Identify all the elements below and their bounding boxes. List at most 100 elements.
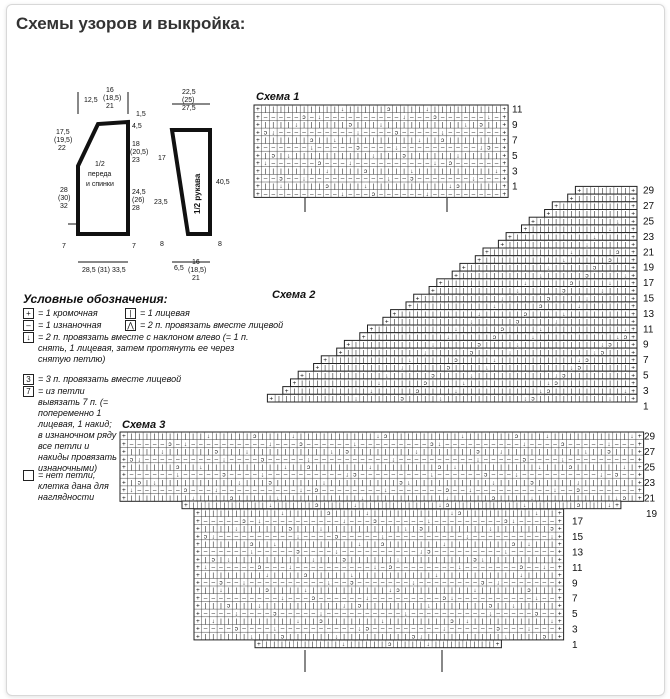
svg-text:–: – bbox=[445, 441, 449, 448]
svg-text:–: – bbox=[319, 549, 323, 556]
svg-text:|: | bbox=[463, 396, 465, 403]
svg-text:–: – bbox=[219, 564, 223, 571]
svg-text:|: | bbox=[131, 495, 133, 502]
svg-text:|: | bbox=[369, 433, 371, 440]
svg-text:|: | bbox=[424, 334, 426, 341]
svg-text:|: | bbox=[351, 587, 353, 594]
svg-text:|: | bbox=[378, 349, 380, 356]
svg-text:–: – bbox=[342, 626, 346, 633]
svg-text:+: + bbox=[256, 176, 260, 183]
svg-text:|: | bbox=[305, 603, 307, 610]
svg-text:–: – bbox=[453, 441, 457, 448]
svg-text:|: | bbox=[192, 479, 194, 486]
svg-text:–: – bbox=[381, 626, 385, 633]
svg-text:|: | bbox=[563, 342, 565, 349]
svg-text:|: | bbox=[520, 587, 522, 594]
svg-text:|: | bbox=[274, 556, 276, 563]
svg-text:↓: ↓ bbox=[616, 218, 619, 225]
svg-text:|: | bbox=[343, 633, 345, 640]
svg-text:|: | bbox=[548, 357, 550, 364]
svg-text:|: | bbox=[394, 365, 396, 372]
svg-text:↓: ↓ bbox=[273, 541, 276, 548]
svg-text:–: – bbox=[461, 487, 465, 494]
svg-text:|: | bbox=[378, 326, 380, 333]
svg-text:–: – bbox=[458, 580, 462, 587]
svg-text:–: – bbox=[184, 472, 188, 479]
svg-text:|: | bbox=[577, 464, 579, 471]
svg-text:–: – bbox=[245, 472, 249, 479]
svg-text:+: + bbox=[558, 564, 562, 571]
svg-text:|: | bbox=[235, 603, 237, 610]
svg-text:|: | bbox=[601, 211, 603, 218]
svg-text:|: | bbox=[523, 433, 525, 440]
svg-text:|: | bbox=[413, 572, 415, 579]
svg-text:–: – bbox=[364, 145, 368, 152]
svg-text:|: | bbox=[354, 449, 356, 456]
svg-text:|: | bbox=[462, 479, 464, 486]
svg-text:–: – bbox=[207, 456, 211, 463]
svg-text:+: + bbox=[454, 272, 458, 279]
svg-text:|: | bbox=[458, 641, 460, 648]
svg-text:–: – bbox=[507, 456, 511, 463]
svg-text:|: | bbox=[328, 633, 330, 640]
svg-text:|: | bbox=[594, 334, 596, 341]
svg-text:ↄ: ↄ bbox=[304, 572, 307, 579]
svg-text:|: | bbox=[389, 618, 391, 625]
svg-text:|: | bbox=[366, 572, 368, 579]
svg-text:|: | bbox=[459, 633, 461, 640]
svg-text:–: – bbox=[402, 129, 406, 136]
svg-text:|: | bbox=[246, 464, 248, 471]
svg-text:↓: ↓ bbox=[508, 349, 511, 356]
svg-text:|: | bbox=[394, 380, 396, 387]
svg-text:–: – bbox=[519, 595, 523, 602]
svg-text:|: | bbox=[594, 188, 596, 195]
svg-text:+: + bbox=[196, 603, 200, 610]
svg-text:|: | bbox=[520, 603, 522, 610]
svg-text:|: | bbox=[609, 288, 611, 295]
svg-text:|: | bbox=[432, 295, 434, 302]
svg-text:–: – bbox=[458, 626, 462, 633]
svg-text:ↄ: ↄ bbox=[315, 502, 318, 509]
svg-text:↓: ↓ bbox=[493, 357, 496, 364]
svg-text:–: – bbox=[281, 610, 285, 617]
svg-text:–: – bbox=[327, 564, 331, 571]
svg-text:|: | bbox=[386, 388, 388, 395]
svg-text:ↄ: ↄ bbox=[562, 288, 565, 295]
svg-text:|: | bbox=[531, 502, 533, 509]
svg-text:|: | bbox=[625, 311, 627, 318]
svg-text:–: – bbox=[479, 160, 483, 167]
svg-text:|: | bbox=[409, 372, 411, 379]
svg-text:↓: ↓ bbox=[381, 533, 384, 540]
svg-text:ↄ: ↄ bbox=[364, 168, 367, 175]
svg-text:–: – bbox=[350, 564, 354, 571]
svg-text:|: | bbox=[478, 272, 480, 279]
svg-text:–: – bbox=[287, 129, 291, 136]
svg-text:|: | bbox=[532, 357, 534, 364]
chart-2-row-label: 15 bbox=[643, 294, 655, 305]
svg-text:↓: ↓ bbox=[327, 580, 330, 587]
svg-text:–: – bbox=[287, 145, 291, 152]
svg-text:|: | bbox=[380, 168, 382, 175]
svg-text:–: – bbox=[227, 564, 231, 571]
svg-text:–: – bbox=[364, 176, 368, 183]
svg-text:–: – bbox=[389, 549, 393, 556]
svg-text:–: – bbox=[333, 145, 337, 152]
svg-text:↓: ↓ bbox=[264, 160, 267, 167]
svg-text:–: – bbox=[527, 580, 531, 587]
svg-text:–: – bbox=[145, 487, 149, 494]
svg-text:–: – bbox=[481, 533, 485, 540]
svg-text:|: | bbox=[571, 334, 573, 341]
svg-text:–: – bbox=[356, 191, 360, 198]
dim-right-bottom: 7 bbox=[132, 243, 136, 250]
svg-text:|: | bbox=[501, 288, 503, 295]
svg-text:|: | bbox=[532, 234, 534, 241]
svg-text:–: – bbox=[279, 114, 283, 121]
svg-text:|: | bbox=[601, 372, 603, 379]
svg-text:+: + bbox=[256, 122, 260, 129]
svg-text:|: | bbox=[447, 372, 449, 379]
svg-text:+: + bbox=[502, 191, 506, 198]
svg-text:–: – bbox=[268, 487, 272, 494]
svg-text:–: – bbox=[441, 176, 445, 183]
svg-text:|: | bbox=[488, 137, 490, 144]
svg-text:|: | bbox=[161, 464, 163, 471]
